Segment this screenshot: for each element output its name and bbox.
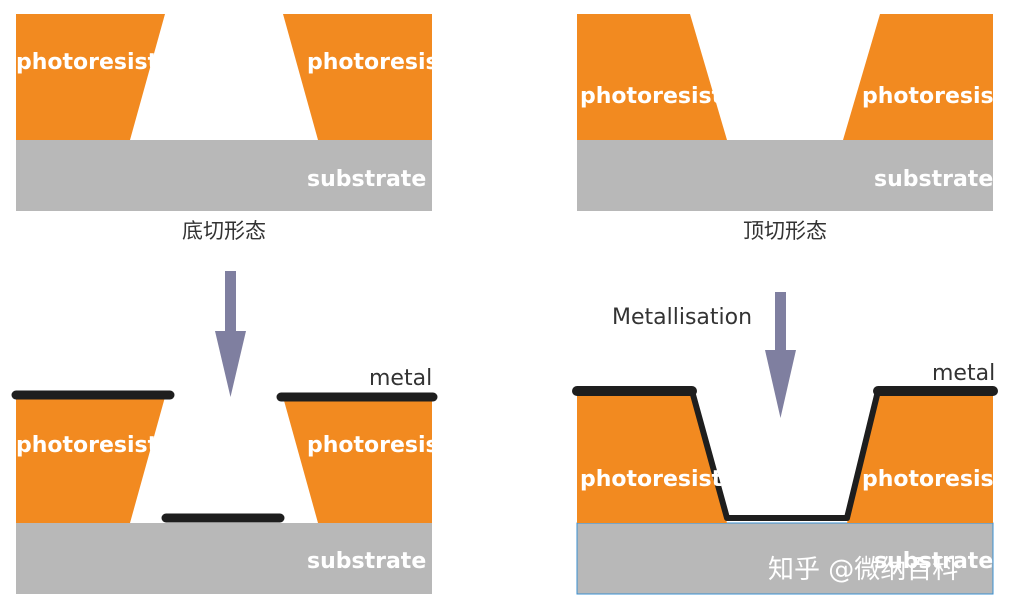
photoresist-right-label: photoresist [862,84,1005,109]
photoresist-right-label: photoresist [307,50,450,75]
substrate-block [16,523,432,594]
panel-undercut-metal: metal photoresist photoresist substrate [11,366,450,594]
photoresist-left [16,14,165,140]
photoresist-left-label: photoresist [16,433,159,458]
photoresist-left [577,391,727,523]
photoresist-left-label: photoresist [16,50,159,75]
photoresist-left-label: photoresist [580,467,723,492]
metal-label: metal [369,366,432,391]
substrate-block [16,140,432,211]
panel-overcut: photoresist photoresist substrate [577,14,1005,211]
arrow-down-left [215,271,246,397]
caption-overcut: 顶切形态 [743,219,827,243]
photoresist-right [283,14,432,140]
metallisation-label: Metallisation [612,305,752,330]
photoresist-right [283,397,432,523]
substrate-label: substrate [307,167,426,192]
substrate-label: substrate [307,549,426,574]
photoresist-right-label: photoresist [862,467,1005,492]
substrate-label: substrate [874,549,993,574]
photoresist-left [577,14,727,140]
photoresist-right [843,14,993,140]
substrate-block [576,522,994,595]
arrow-down-right [765,292,796,418]
photoresist-right [847,391,993,523]
panel-overcut-metal: metal photoresist photoresist substrate [572,361,1005,595]
substrate-label: substrate [874,167,993,192]
caption-undercut: 底切形态 [182,219,266,243]
metal-label: metal [932,361,995,386]
photoresist-right-label: photoresist [307,433,450,458]
watermark: 知乎 @微纳百科 [768,555,958,585]
panel-undercut: photoresist photoresist substrate [16,14,450,211]
photoresist-left-label: photoresist [580,84,723,109]
substrate-block [577,140,993,211]
photoresist-left [16,397,165,523]
